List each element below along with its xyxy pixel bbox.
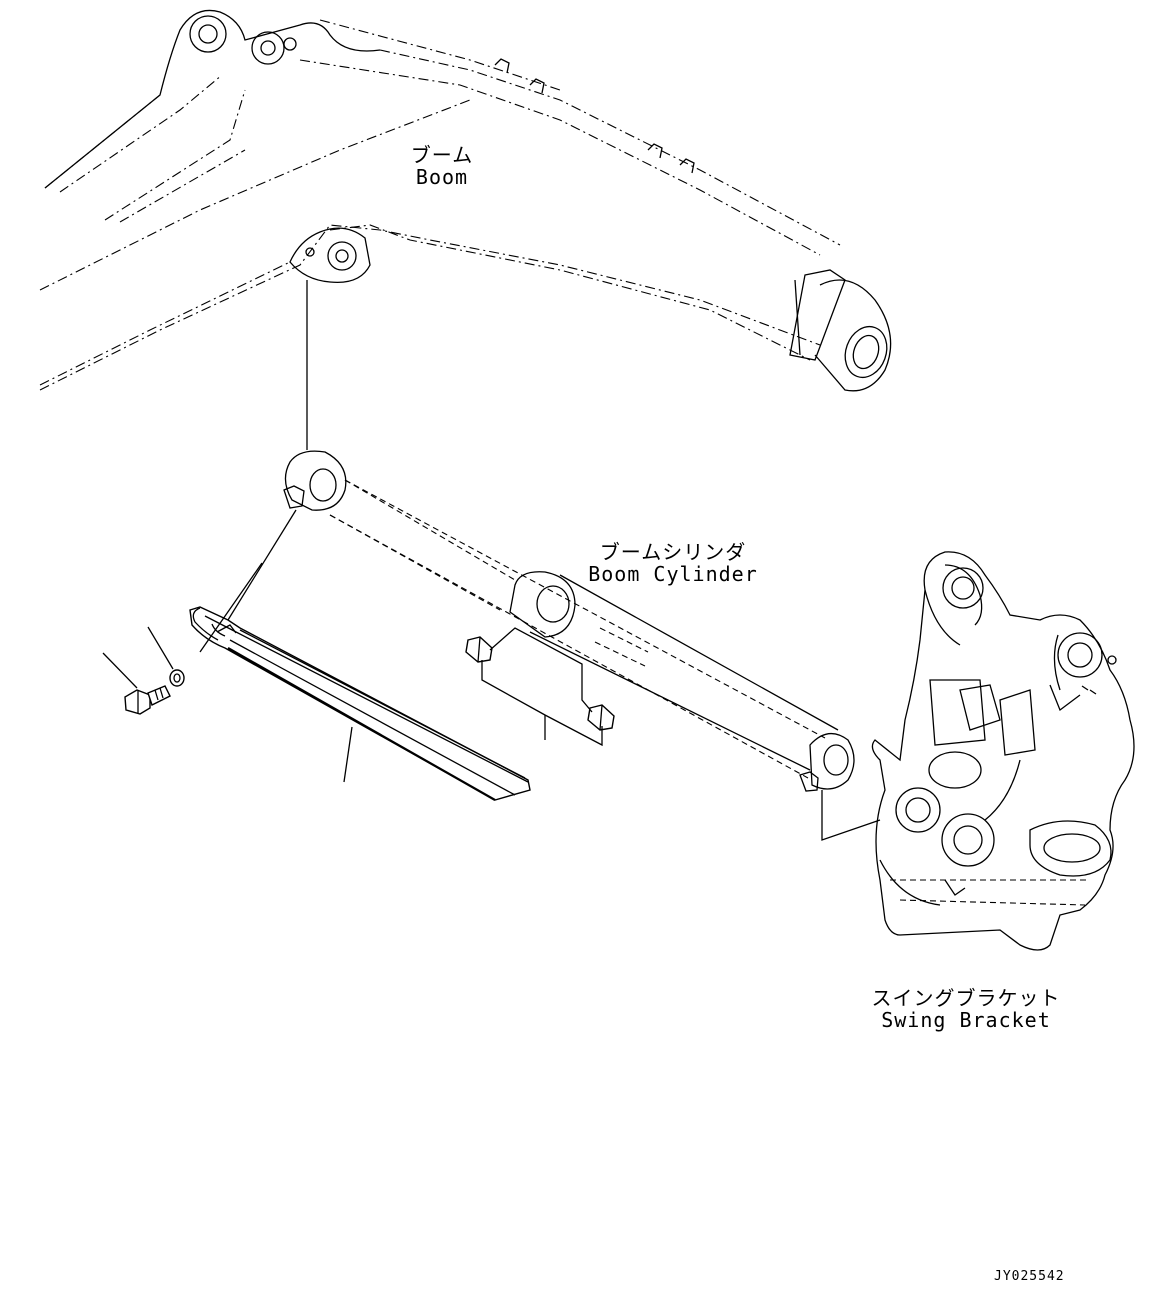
guard-leader-line	[227, 509, 297, 621]
swing-bracket-label-jp: スイングブラケット	[871, 986, 1061, 1010]
boom-label: ブーム Boom	[402, 144, 482, 188]
swing-bracket-label: スイングブラケット Swing Bracket	[868, 987, 1064, 1031]
grease-fitting-part	[465, 636, 615, 731]
swing-bracket-label-en: Swing Bracket	[881, 1008, 1051, 1032]
bolt-part	[124, 685, 171, 715]
swing-bracket-part	[871, 551, 1135, 951]
boom-cylinder-part	[283, 450, 855, 792]
washer-leader-line	[199, 562, 263, 653]
washer-callout-line	[147, 626, 174, 670]
cylinder-guard-part	[189, 606, 531, 801]
boom-label-jp: ブーム	[410, 143, 474, 167]
guard-callout-line	[343, 726, 353, 783]
fitting-leader-line	[489, 627, 593, 713]
boom-cylinder-label-jp: ブームシリンダ	[599, 540, 747, 564]
drawing-code: JY025542	[994, 1269, 1065, 1284]
bolt-callout-line	[102, 652, 138, 689]
boom-part	[39, 9, 892, 392]
cylinder-to-bracket-leader	[821, 790, 881, 841]
washer-part	[169, 669, 185, 687]
boom-label-en: Boom	[415, 165, 469, 189]
boom-cylinder-label: ブームシリンダ Boom Cylinder	[578, 541, 768, 585]
boom-cylinder-label-en: Boom Cylinder	[588, 562, 758, 586]
